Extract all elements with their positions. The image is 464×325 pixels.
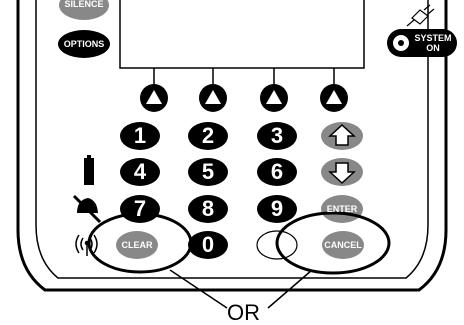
key-2-label[interactable]: 2 bbox=[201, 123, 215, 148]
cancel-key bbox=[322, 231, 364, 259]
key-9-label[interactable]: 9 bbox=[270, 196, 284, 221]
key-5-label[interactable]: 5 bbox=[201, 159, 215, 184]
or-annotation: OR bbox=[227, 300, 260, 325]
clear-key bbox=[116, 231, 158, 259]
enter-key-label[interactable]: ENTER bbox=[326, 204, 358, 214]
silence-button-label[interactable]: SILENCE bbox=[64, 0, 104, 9]
key-7-label[interactable]: 7 bbox=[133, 196, 147, 221]
device-inner-outline bbox=[35, 0, 429, 279]
up-triangle-icon bbox=[205, 90, 221, 104]
silence-button bbox=[59, 0, 109, 20]
cancel-highlight-ring bbox=[275, 211, 391, 275]
key-4-label[interactable]: 4 bbox=[133, 159, 147, 184]
up-triangle-icon bbox=[326, 90, 342, 104]
key-6 bbox=[257, 158, 297, 186]
power-plug-icon bbox=[406, 4, 435, 27]
callout-line-left bbox=[169, 269, 228, 309]
up-triangle-icon bbox=[266, 90, 282, 104]
key-9 bbox=[257, 195, 297, 223]
callout-line-right bbox=[267, 269, 313, 309]
down-arrow-icon bbox=[328, 162, 356, 185]
key-2 bbox=[188, 122, 228, 150]
power-dot-icon bbox=[398, 40, 404, 46]
wireless-signal-icon bbox=[75, 234, 98, 256]
device-outline bbox=[16, 0, 448, 292]
key-0-label[interactable]: 0 bbox=[201, 232, 215, 257]
key-1-label[interactable]: 1 bbox=[133, 123, 147, 148]
key-5 bbox=[188, 158, 228, 186]
system-on-label-line2[interactable]: ON bbox=[426, 43, 440, 53]
options-button bbox=[58, 30, 110, 58]
up-arrow-icon bbox=[328, 123, 356, 146]
key-3-label[interactable]: 3 bbox=[270, 123, 284, 148]
key-6-label[interactable]: 6 bbox=[270, 159, 284, 184]
key-8-label[interactable]: 8 bbox=[201, 196, 215, 221]
key-3 bbox=[257, 122, 297, 150]
cancel-key-label[interactable]: CANCEL bbox=[324, 240, 362, 250]
system-on-label-line1[interactable]: SYSTEM bbox=[414, 33, 452, 43]
options-button-label[interactable]: OPTIONS bbox=[63, 39, 105, 49]
alarm-muted-icon bbox=[72, 194, 102, 224]
key-0 bbox=[188, 231, 228, 259]
key-8 bbox=[188, 195, 228, 223]
key-1 bbox=[120, 122, 160, 150]
key-4 bbox=[120, 158, 160, 186]
clear-key-label[interactable]: CLEAR bbox=[121, 240, 153, 250]
display-screen bbox=[119, 0, 365, 69]
up-triangle-icon bbox=[146, 90, 162, 104]
battery-icon bbox=[84, 155, 94, 185]
